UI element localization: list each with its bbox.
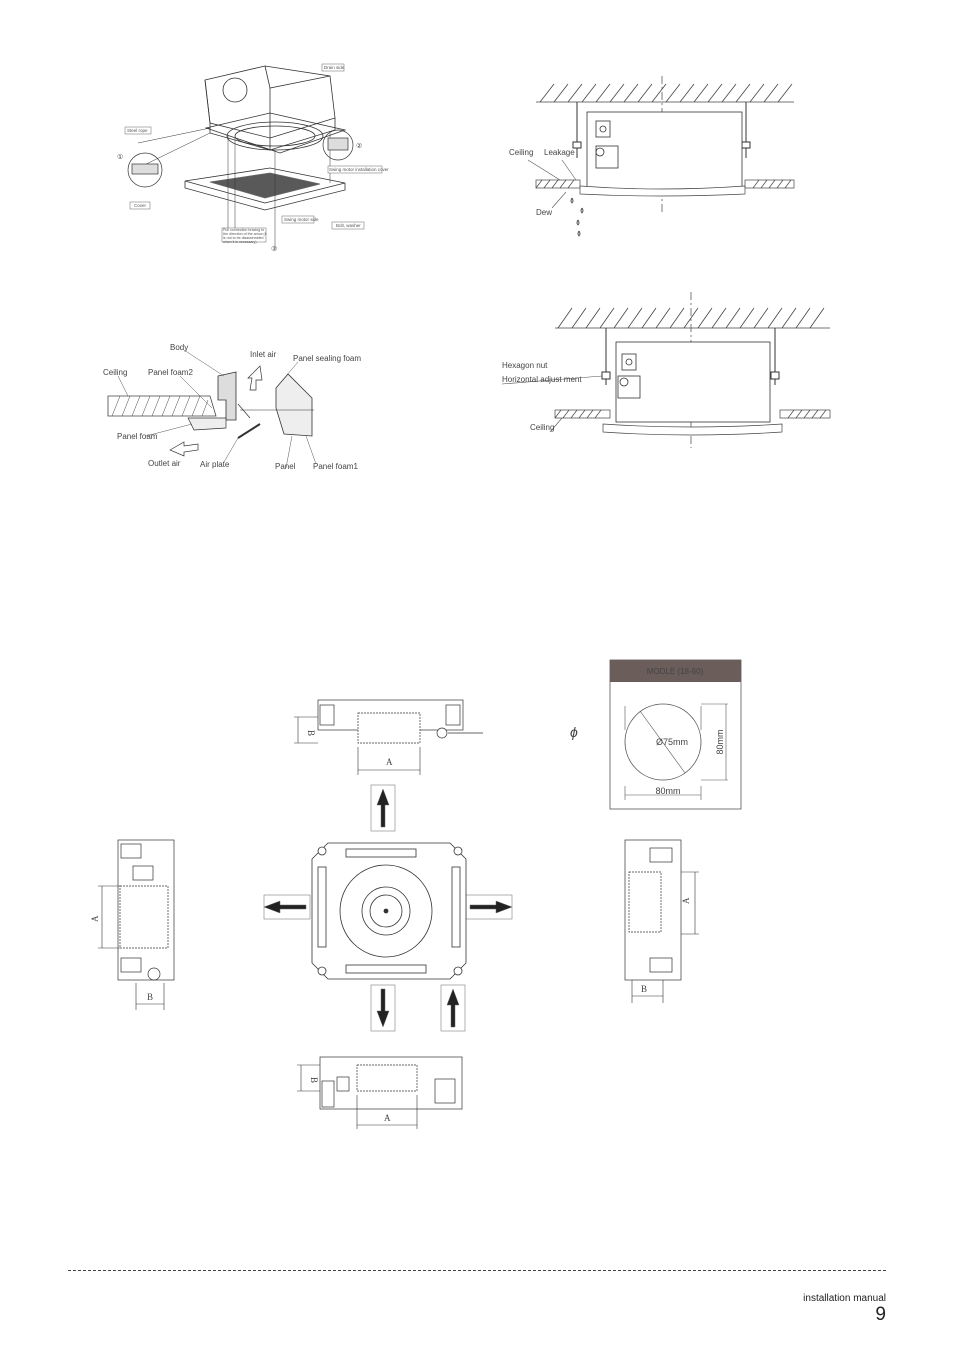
panel-sealing-foam xyxy=(275,373,313,437)
model-header-bar xyxy=(610,660,741,682)
model-hole-figure: ϕ MODLE (18-60) Ø75mm 80mm 80mm xyxy=(570,659,742,810)
phi-symbol: ϕ xyxy=(570,724,578,740)
bottom-side-view: B A xyxy=(297,1056,463,1129)
label-inlet-air: Inlet air xyxy=(250,350,277,359)
panel-grille xyxy=(184,167,346,211)
right-dim-b: B xyxy=(641,984,647,994)
inlet-air-arrow xyxy=(247,365,263,391)
outlet-air-arrow xyxy=(169,441,199,457)
diameter-label: Ø75mm xyxy=(656,737,688,747)
top-dim-b: B xyxy=(306,730,316,736)
ceiling-slab-top xyxy=(555,307,830,329)
label-body: Body xyxy=(170,343,188,352)
horizontal-adjust-figure: Hexagon nut Horizontal adjust ment Ceili… xyxy=(501,292,831,448)
top-side-view xyxy=(317,699,483,744)
ceiling-foam-band xyxy=(107,395,217,417)
label-leakage: Leakage xyxy=(544,148,575,157)
label-horizontal-adjust: Horizontal adjust ment xyxy=(502,375,582,384)
footer-caption: installation manual xyxy=(803,1293,886,1304)
indoor-unit xyxy=(586,111,743,191)
top-dim-a: A xyxy=(386,757,393,767)
foam-section-figure: Body Inlet air Panel sealing foam Ceilin… xyxy=(103,343,361,471)
unit-top-view xyxy=(311,842,467,980)
label-drain-side: Drain side xyxy=(324,65,345,70)
indoor-unit xyxy=(615,341,771,423)
ceiling-slab-top xyxy=(536,83,794,103)
airflow-arrows xyxy=(263,784,513,1032)
label-steel-rope: Steel rope xyxy=(127,128,148,133)
label-panel-foam2: Panel foam2 xyxy=(148,368,193,377)
detail-circle-right xyxy=(322,129,354,161)
left-dim-b: B xyxy=(147,992,153,1002)
label-panel-sealing-foam: Panel sealing foam xyxy=(293,354,361,363)
left-dim-a: A xyxy=(90,915,100,922)
ceiling-board xyxy=(554,409,831,436)
label-panel: Panel xyxy=(275,462,296,471)
label-air-plate: Air plate xyxy=(200,460,230,469)
height-label: 80mm xyxy=(715,729,725,754)
circle-2-marker: ② xyxy=(356,142,362,150)
left-side-view: A B xyxy=(90,839,175,1010)
detail-circle-left xyxy=(127,152,163,188)
label-dew: Dew xyxy=(536,208,552,217)
panel-installation-figure: Drain side Steel rope Cover Swing motor … xyxy=(117,63,389,253)
ceiling-board xyxy=(535,179,795,197)
leakage-figure: Ceiling Leakage Dew xyxy=(509,76,795,237)
label-swing-motor-cover: Swing motor installation cover xyxy=(329,167,389,172)
label-panel-foam1: Panel foam1 xyxy=(313,462,358,471)
bottom-dim-a: A xyxy=(384,1113,391,1123)
label-outlet-air: Outlet air xyxy=(148,459,181,468)
dew-drops xyxy=(570,197,584,237)
model-header: MODLE (18-60) xyxy=(647,667,704,676)
top-view-figure: B A xyxy=(263,699,513,1032)
body-foam xyxy=(217,371,237,421)
label-ceiling: Ceiling xyxy=(509,148,533,157)
label-cover: Cover xyxy=(134,203,147,208)
label-hexagon-nut: Hexagon nut xyxy=(502,361,548,370)
circle-3-marker: ③ xyxy=(271,245,277,253)
note-pull-bracing: Pull connection bracing to the direction… xyxy=(223,228,267,244)
label-ceiling: Ceiling xyxy=(530,423,554,432)
label-panel-foam: Panel foam xyxy=(117,432,158,441)
label-ceiling: Ceiling xyxy=(103,368,127,377)
label-bolt-washer: Bolt, washer xyxy=(336,223,361,228)
right-dim-a: A xyxy=(681,897,691,904)
label-swing-motor-side: Swing motor side xyxy=(284,217,319,222)
circle-1-marker: ① xyxy=(117,153,123,161)
bottom-dim-b: B xyxy=(309,1077,319,1083)
footer-divider xyxy=(68,1270,886,1271)
hole-circle xyxy=(624,703,702,781)
page-number: 9 xyxy=(875,1304,886,1325)
right-side-view: A B xyxy=(624,839,699,1003)
width-label: 80mm xyxy=(655,786,680,796)
